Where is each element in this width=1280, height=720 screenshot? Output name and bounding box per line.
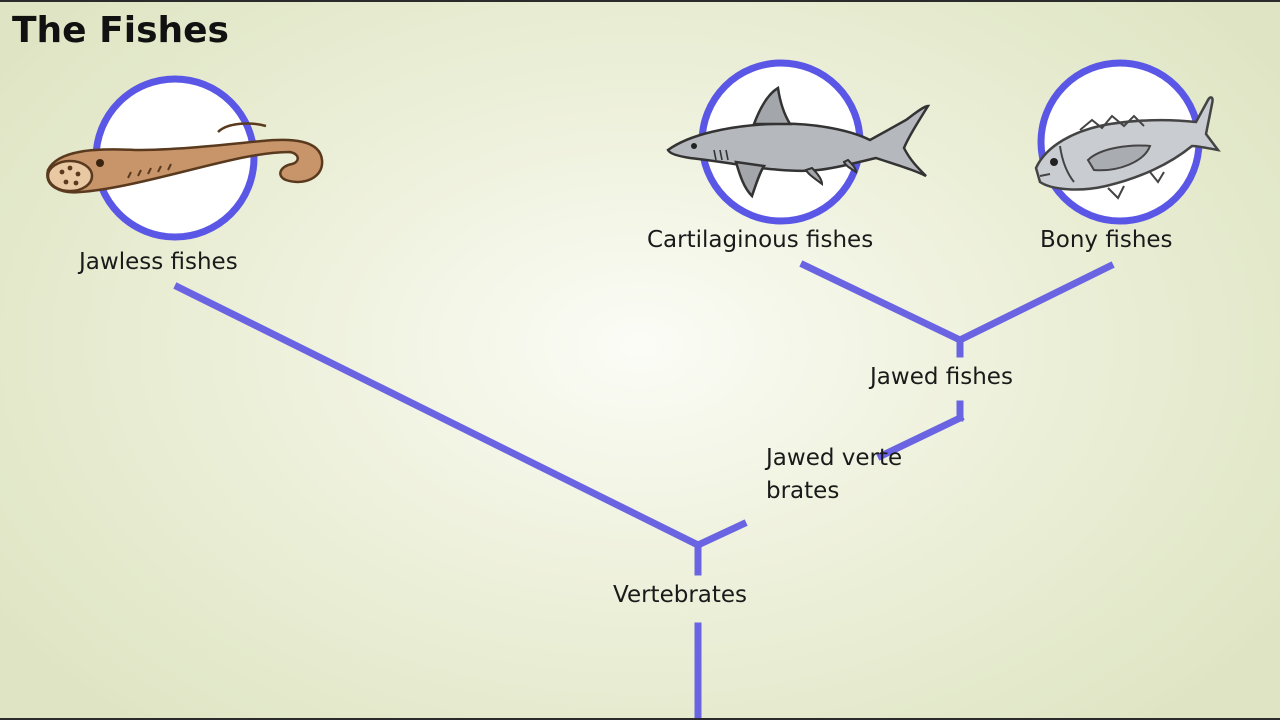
node-label-vertebrates: Vertebrates: [613, 582, 748, 608]
bottom-border: [0, 718, 1280, 720]
branch-bony: [955, 261, 1115, 345]
top-border: [0, 0, 1280, 2]
branch-jawed-vertebrates: [693, 519, 748, 550]
cartilaginous-portrait: [666, 59, 931, 225]
branch-jawless: [173, 282, 703, 550]
bony-portrait: [1034, 59, 1221, 225]
lamprey-icon: [46, 122, 324, 194]
page-title: The Fishes: [12, 10, 229, 51]
taxon-label-bony: Bony fishes: [1040, 227, 1173, 253]
jawless-portrait: [46, 75, 324, 241]
branch-jawed-vertebrates-upper: [876, 413, 965, 461]
taxon-label-jawless: Jawless fishes: [79, 249, 238, 275]
node-label-jawed-fishes: Jawed fishes: [870, 364, 1013, 390]
shark-icon: [666, 85, 931, 199]
branch-cartilaginous: [799, 260, 965, 345]
tuna-icon: [1034, 96, 1221, 200]
node-label-jawed-vertebrates: Jawed vertebrates: [766, 445, 903, 504]
taxon-label-cartilaginous: Cartilaginous fishes: [647, 227, 874, 253]
